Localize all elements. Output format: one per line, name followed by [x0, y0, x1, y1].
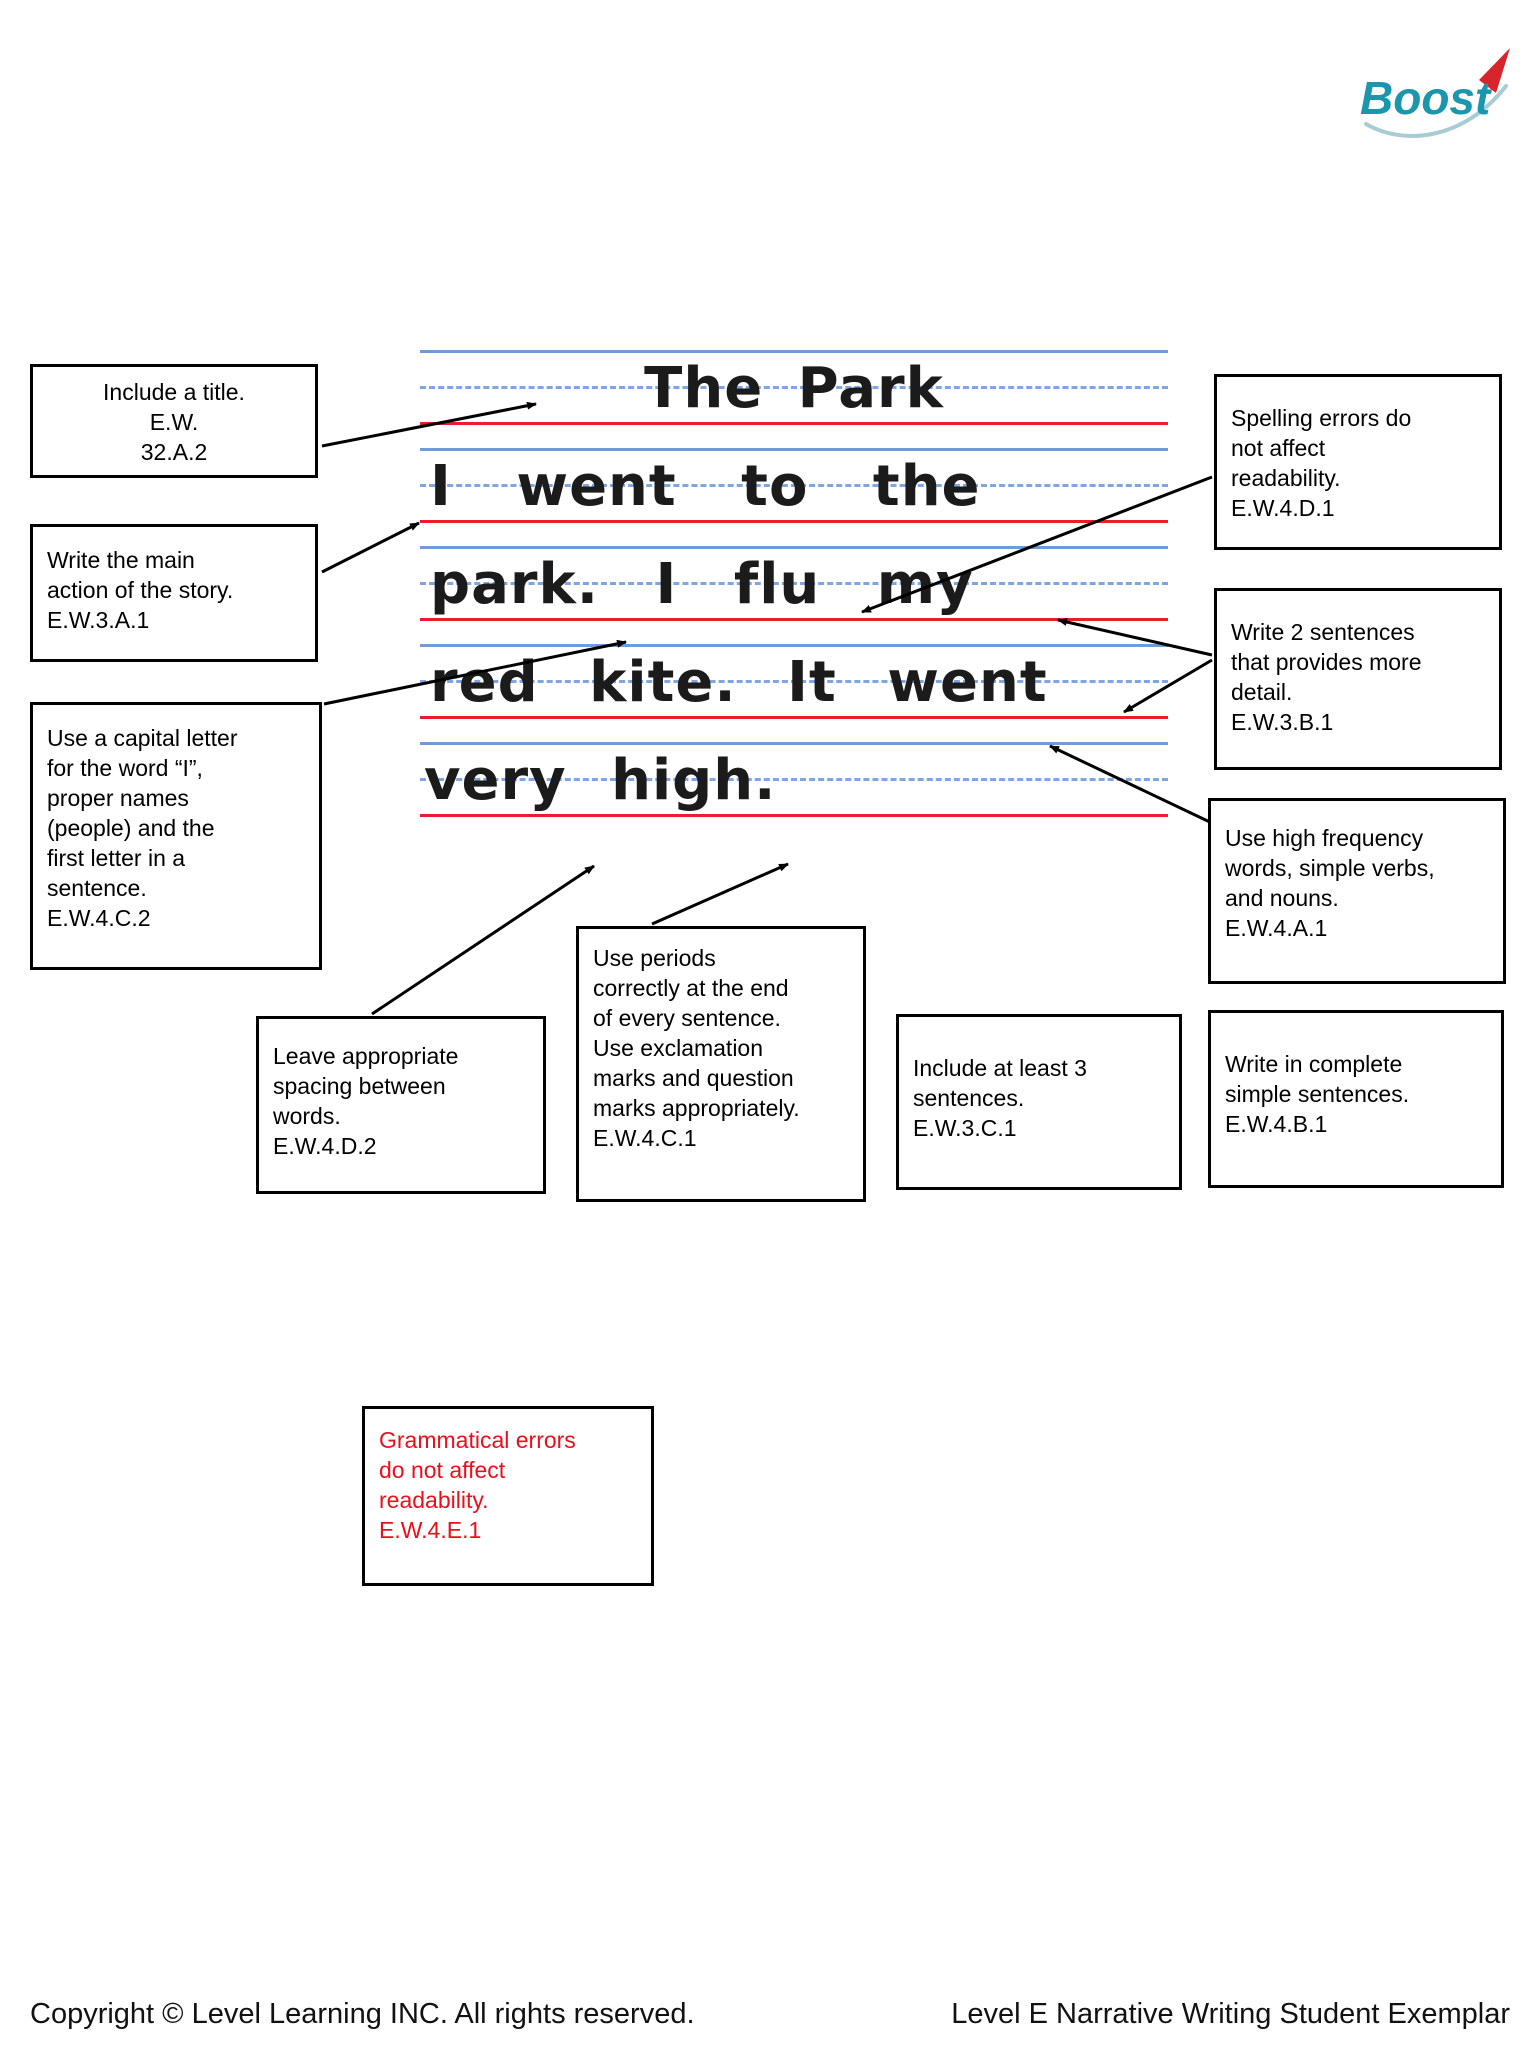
note-periods: Use periods correctly at the end of every … — [576, 926, 866, 1202]
note-line: first letter in a — [47, 845, 186, 871]
note-line: E.W.3.A.1 — [47, 607, 150, 633]
paper-base-line — [420, 618, 1168, 621]
arrow-periods — [651, 862, 789, 926]
note-line: spacing between — [273, 1073, 446, 1099]
note-line: marks appropriately. — [593, 1095, 800, 1121]
note-line: Write in complete — [1225, 1051, 1403, 1077]
note-spelling: Spelling errors do not affect readability.… — [1214, 374, 1502, 550]
note-line: E.W.4.C.1 — [593, 1125, 697, 1151]
note-line: detail. — [1231, 679, 1293, 705]
note-line: of every sentence. — [593, 1005, 781, 1031]
paper-line-group — [420, 644, 1168, 742]
note-line: correctly at the end — [593, 975, 789, 1001]
paper-mid-line — [420, 386, 1168, 389]
note-line: that provides more — [1231, 649, 1422, 675]
paper-top-line — [420, 644, 1168, 647]
footer-document-title: Level E Narrative Writing Student Exempl… — [951, 1998, 1510, 2030]
paper-mid-line — [420, 778, 1168, 781]
note-three-sentences: Include at least 3 sentences. E.W.3.C.1 — [896, 1014, 1182, 1190]
note-include-title: Include a title. E.W. 32.A.2 — [30, 364, 318, 478]
note-line: E.W.4.C.2 — [47, 905, 151, 931]
note-grammar: Grammatical errors do not affect readabili… — [362, 1406, 654, 1586]
paper-top-line — [420, 448, 1168, 451]
note-line: E.W.4.A.1 — [1225, 915, 1328, 941]
note-line: proper names — [47, 785, 189, 811]
note-line: Leave appropriate — [273, 1043, 459, 1069]
note-line: (people) and the — [47, 815, 215, 841]
note-two-sentences: Write 2 sentences that provides more detai… — [1214, 588, 1502, 770]
paper-mid-line — [420, 680, 1168, 683]
note-line: Spelling errors do — [1231, 405, 1412, 431]
note-line: Write the main — [47, 547, 195, 573]
paper-top-line — [420, 546, 1168, 549]
note-line: and nouns. — [1225, 885, 1339, 911]
note-high-frequency: Use high frequency words, simple verbs, an… — [1208, 798, 1506, 984]
note-line: Use exclamation — [593, 1035, 764, 1061]
note-line: words, simple verbs, — [1225, 855, 1435, 881]
note-capital-letter: Use a capital letter for the word “I”, pro… — [30, 702, 322, 970]
paper-mid-line — [420, 582, 1168, 585]
note-main-action: Write the main action of the story. E.W.3.… — [30, 524, 318, 662]
note-line: E.W.3.C.1 — [913, 1115, 1017, 1141]
handwriting-line: I went to the — [430, 454, 981, 519]
logo-swoosh — [1364, 84, 1508, 138]
boost-logo: Boost — [1360, 48, 1510, 138]
note-line: readability. — [1231, 465, 1341, 491]
handwriting-title: The Park — [644, 356, 944, 421]
note-line: Write 2 sentences — [1231, 619, 1415, 645]
footer-copyright: Copyright © Level Learning INC. All righ… — [30, 1998, 695, 2030]
note-line: Use a capital letter — [47, 725, 238, 751]
note-line: do not affect — [379, 1457, 506, 1483]
note-line: sentence. — [47, 875, 147, 901]
note-line: E.W.4.D.2 — [273, 1133, 377, 1159]
note-line: Include at least 3 — [913, 1055, 1087, 1081]
note-line: action of the story. — [47, 577, 234, 603]
arrow-main-action — [321, 521, 420, 574]
paper-top-line — [420, 350, 1168, 353]
note-line: 32.A.2 — [140, 439, 208, 465]
note-complete-sentences: Write in complete simple sentences. E.W.4.… — [1208, 1010, 1504, 1188]
note-line: simple sentences. — [1225, 1081, 1410, 1107]
paper-top-line — [420, 742, 1168, 745]
note-line: E.W.4.E.1 — [379, 1517, 482, 1543]
handwriting-line: park. I flu my — [430, 552, 974, 617]
note-line: readability. — [379, 1487, 489, 1513]
handwriting-line: very high. — [424, 748, 777, 813]
paper-base-line — [420, 814, 1168, 817]
paper-base-line — [420, 422, 1168, 425]
note-line: not affect — [1231, 435, 1326, 461]
note-line: marks and question — [593, 1065, 794, 1091]
logo-wordmark: Boost — [1360, 72, 1492, 124]
note-line: words. — [273, 1103, 341, 1129]
note-line: sentences. — [913, 1085, 1025, 1111]
note-line: E.W.3.B.1 — [1231, 709, 1334, 735]
logo-arrow-icon — [1479, 48, 1510, 93]
paper-base-line — [420, 716, 1168, 719]
note-line: for the word “I”, — [47, 755, 203, 781]
note-line: E.W. — [149, 409, 199, 435]
paper-line-group — [420, 546, 1168, 644]
paper-base-line — [420, 520, 1168, 523]
paper-mid-line — [420, 484, 1168, 487]
note-line: Include a title. — [103, 379, 245, 405]
note-spacing: Leave appropriate spacing between words. E.… — [256, 1016, 546, 1194]
arrow-spacing — [371, 864, 595, 1016]
note-line: Grammatical errors — [379, 1427, 576, 1453]
paper-line-group — [420, 742, 1168, 840]
note-line: Use periods — [593, 945, 716, 971]
note-line: E.W.4.B.1 — [1225, 1111, 1328, 1137]
paper-line-group — [420, 448, 1168, 546]
paper-line-group — [420, 350, 1168, 448]
handwriting-line: red kite. It went — [430, 650, 1048, 715]
note-line: E.W.4.D.1 — [1231, 495, 1335, 521]
note-line: Use high frequency — [1225, 825, 1424, 851]
